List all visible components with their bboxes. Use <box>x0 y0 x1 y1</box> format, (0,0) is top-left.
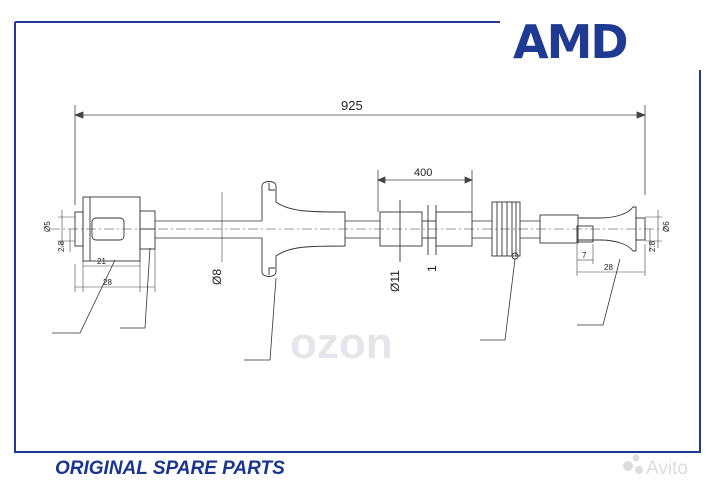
leader-lines <box>52 247 621 361</box>
right-end-offset-label: 2.8 <box>648 240 657 252</box>
left-outer-length-label: 28 <box>103 278 112 287</box>
total-length-dimension <box>73 105 647 205</box>
ozon-watermark: ozon <box>290 319 393 368</box>
left-small-dia-label: Ø5 <box>43 221 52 232</box>
sleeve-gap-label: 1 <box>425 265 439 272</box>
right-outer-length-label: 28 <box>604 263 613 272</box>
left-end-fitting <box>74 196 156 262</box>
brand-slogan: ORIGINAL SPARE PARTS <box>55 458 285 479</box>
left-end-offset-label: 2.8 <box>57 240 66 252</box>
avito-watermark: Avito <box>623 454 688 479</box>
drawing-frame <box>14 21 701 453</box>
segment-length-dimension <box>376 170 474 212</box>
total-length-label: 925 <box>341 98 363 113</box>
right-small-dia-label: Ø6 <box>662 221 671 232</box>
brand-logo: AMD <box>513 15 627 69</box>
segment-length-label: 400 <box>414 167 432 179</box>
sleeve-dia-label: Ø11 <box>388 270 402 292</box>
cable-dia-label: Ø8 <box>210 269 224 285</box>
rubber-grommet <box>261 181 346 277</box>
cable-body <box>50 220 665 239</box>
right-end-dimensions <box>576 210 662 276</box>
svg-text:Avito: Avito <box>646 458 688 479</box>
knurled-nut <box>491 201 521 260</box>
right-end-fitting <box>539 206 646 252</box>
cable-sleeve <box>379 200 473 262</box>
left-inner-length-label: 21 <box>97 257 106 266</box>
right-inner-length-label: 7 <box>582 251 587 260</box>
left-end-dimensions <box>58 210 156 292</box>
